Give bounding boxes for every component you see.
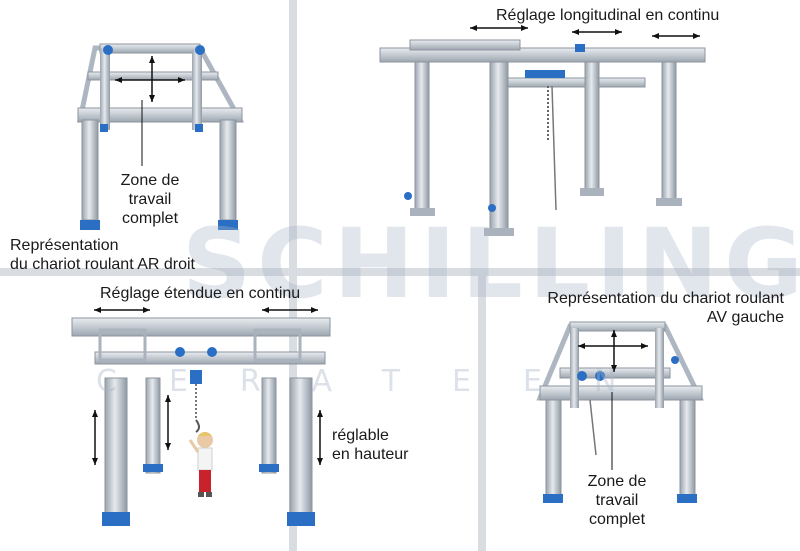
label-reglable-line1: réglable xyxy=(332,427,389,444)
label-zone-top-line1: Zone de xyxy=(120,172,180,189)
gantry-bottom-left xyxy=(71,307,331,526)
frame-bottom-right xyxy=(536,321,704,503)
label-longitudinal: Réglage longitudinal en continu xyxy=(496,7,720,24)
child-figure xyxy=(188,432,213,497)
label-rep-ar-line2: du chariot roulant AR droit xyxy=(10,256,195,273)
label-zone-top: Zone de travail complet xyxy=(105,171,195,228)
frame-top-left xyxy=(76,43,245,230)
gantry-top-right xyxy=(379,25,706,236)
label-rep-ar-line1: Représentation xyxy=(10,237,119,254)
label-etendue: Réglage étendue en continu xyxy=(100,285,301,302)
label-zone-top-line3: complet xyxy=(121,210,179,227)
label-rep-av-line2: AV gauche xyxy=(706,309,784,326)
label-zone-top-line2: travail xyxy=(128,191,172,208)
label-reglable-line2: en hauteur xyxy=(332,446,409,463)
label-zone-bottom-line2: travail xyxy=(595,492,639,509)
watermark-brand: SCHILLING xyxy=(182,208,800,320)
label-rep-av-line1: Représentation du chariot roulant xyxy=(547,290,784,307)
label-rep-ar: Représentation du chariot roulant AR dro… xyxy=(10,236,195,274)
label-zone-bottom: Zone de travail complet xyxy=(572,472,662,529)
label-reglable: réglable en hauteur xyxy=(332,426,409,464)
label-rep-av: Représentation du chariot roulant AV gau… xyxy=(500,289,784,327)
label-zone-bottom-line3: complet xyxy=(588,511,646,528)
label-zone-bottom-line1: Zone de xyxy=(587,473,647,490)
watermark-tagline: CERATEEN xyxy=(96,364,669,399)
